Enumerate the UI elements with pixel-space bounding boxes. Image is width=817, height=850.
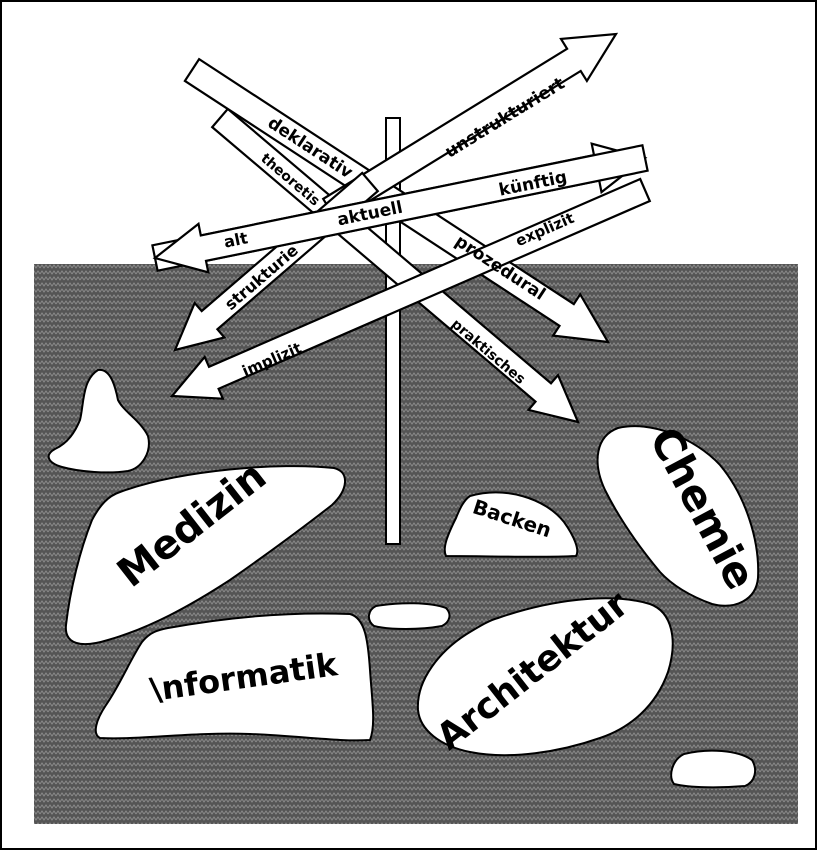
island-small-right (671, 751, 755, 788)
island-small-middle (369, 603, 450, 629)
